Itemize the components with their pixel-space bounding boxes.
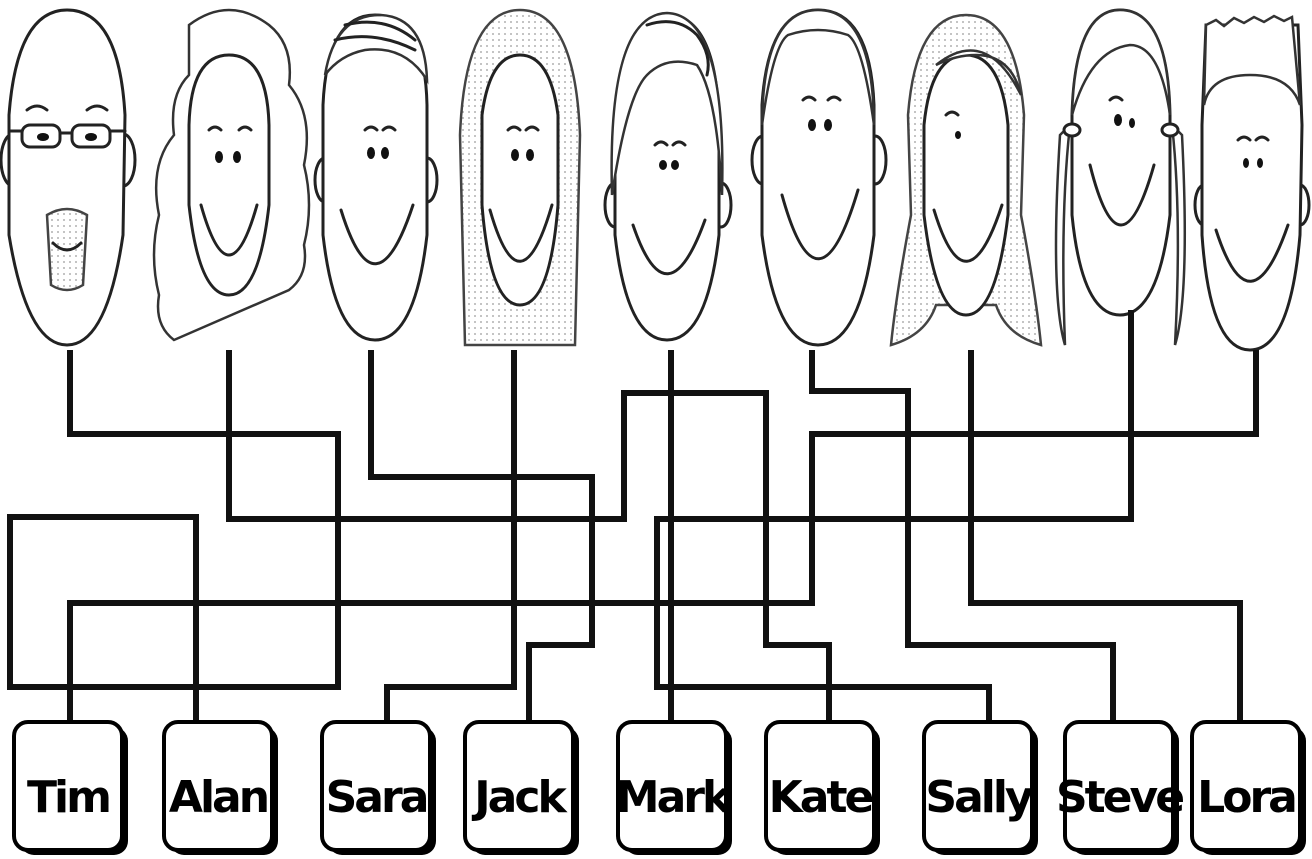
spiky-hair-boy-face-icon (1193, 14, 1311, 352)
name-box-lora: Lora (1190, 720, 1306, 855)
long-blond-hair-girl-face-icon (889, 13, 1043, 347)
name-label: Tim (27, 772, 109, 823)
line-4 (384, 350, 517, 722)
name-box-steve: Steve (1056, 720, 1186, 855)
name-label: Kate (769, 772, 873, 823)
name-box-tim: Tim (12, 720, 128, 855)
name-box-jack: Jack (463, 720, 579, 855)
name-label: Mark (616, 772, 733, 823)
name-box-alan: Alan (162, 720, 278, 855)
pigtails-girl-face-icon (1054, 8, 1187, 346)
short-hair-boy-face-icon (750, 8, 888, 347)
bald-man-glasses-beard-face-icon (0, 8, 137, 347)
line-6 (809, 350, 1116, 722)
wavy-hair-boy-face-icon (603, 11, 733, 342)
curly-hair-woman-face-icon (152, 8, 311, 342)
name-label: Jack (471, 772, 568, 823)
line-1 (7, 350, 341, 722)
line-3 (368, 350, 595, 722)
name-box-sally: Sally (922, 720, 1038, 855)
name-label: Lora (1197, 772, 1295, 823)
name-label: Steve (1056, 772, 1183, 823)
line-2 (226, 350, 832, 722)
name-label: Sally (925, 772, 1033, 823)
line-9 (67, 350, 1259, 722)
line-8 (654, 310, 1134, 722)
combed-hair-boy-face-icon (313, 13, 439, 342)
long-hair-girl-face-icon (458, 8, 582, 347)
line-7 (968, 350, 1243, 722)
connection-lines (7, 310, 1259, 722)
name-label: Sara (326, 772, 427, 823)
name-box-mark: Mark (616, 720, 736, 855)
name-box-kate: Kate (764, 720, 880, 855)
name-label: Alan (169, 772, 267, 823)
name-box-sara: Sara (320, 720, 436, 855)
